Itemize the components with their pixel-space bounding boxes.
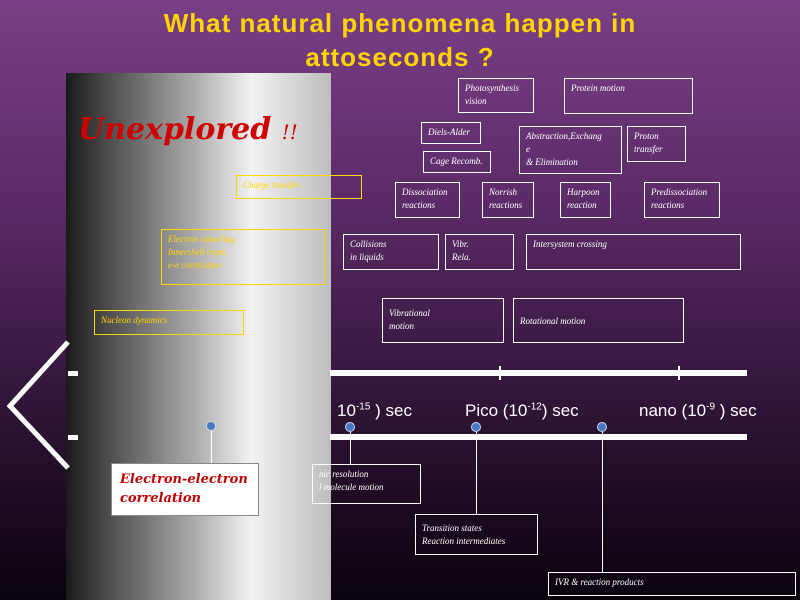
axis-tick-nano (678, 366, 680, 380)
box-dissociation: Dissociation reactions (395, 182, 460, 218)
box-predissociation-line2: reactions (651, 200, 685, 210)
connector-femto (350, 432, 351, 464)
box-charge-transfer-text: Charge transfer (243, 180, 301, 190)
box-transition-states: Transition states Reaction intermediates (415, 514, 538, 555)
box-electron-tunneling: Electron tunneling Innershell trans. e-e… (161, 229, 325, 285)
box-abstraction-line1: Abstraction,Exchang (526, 131, 602, 141)
femto-exponent: -15 (355, 401, 371, 413)
box-proton-transfer: Proton transfer (627, 126, 686, 162)
box-photosynthesis-line1: Photosynthesis (465, 83, 519, 93)
pico-name: Pico (10 (465, 401, 528, 420)
box-cage-recomb: Cage Recomb. (423, 151, 491, 173)
box-transition-line1: Transition states (422, 523, 482, 533)
box-electron-tunneling-line1: Electron tunneling (168, 234, 235, 244)
marker-dot-atto (206, 421, 216, 431)
marker-dot-femto (345, 422, 355, 432)
box-photosynthesis-line2: vision (465, 96, 487, 106)
box-rotational-motion: Rotational motion (513, 298, 684, 343)
box-dissociation-line1: Dissociation (402, 187, 448, 197)
marker-dot-pico (471, 422, 481, 432)
upper-axis-stub (68, 371, 78, 376)
unexplored-region (66, 73, 331, 600)
box-intersystem-text: Intersystem crossing (533, 239, 607, 249)
box-transition-line2: Reaction intermediates (422, 536, 506, 546)
box-protein-motion: Protein motion (564, 78, 693, 114)
box-harpoon-line2: reaction (567, 200, 597, 210)
box-intersystem-crossing: Intersystem crossing (526, 234, 741, 270)
box-abstraction-line2: e (526, 144, 530, 154)
femto-label: 10-15 ) sec (337, 401, 412, 421)
box-photosynthesis: Photosynthesis vision (458, 78, 534, 113)
ee-line2: correlation (120, 491, 201, 506)
box-norrish-line1: Norrish (489, 187, 518, 197)
femto-unit: ) sec (375, 401, 412, 420)
box-diels-alder: Diels-Alder (421, 122, 481, 144)
lower-axis-stub (68, 435, 78, 440)
nano-exponent: -9 (706, 401, 716, 413)
nano-unit: ) sec (719, 401, 757, 420)
box-proton-line2: transfer (634, 144, 663, 154)
box-electron-tunneling-line3: e-e correlation (168, 260, 222, 270)
box-atomic-line1: nic resolution (319, 469, 369, 479)
box-nucleon-dynamics: Nucleon dynamics (94, 310, 244, 335)
pico-label: Pico (10-12) sec (465, 401, 579, 421)
box-ivr-text: IVR & reaction products (555, 577, 644, 587)
connector-pico (476, 432, 477, 514)
box-protein-motion-text: Protein motion (571, 83, 625, 93)
axis-tick-pico (499, 366, 501, 380)
pico-unit: ) sec (541, 401, 579, 420)
pico-exponent: -12 (527, 401, 542, 413)
box-nucleon-text: Nucleon dynamics (101, 315, 168, 325)
electron-electron-correlation-box: Electron-electron correlation (111, 463, 259, 516)
box-atomic-resolution: nic resolution l molecule motion (312, 464, 421, 504)
box-abstraction-line3: & Elimination (526, 157, 578, 167)
nano-name: nano (10 (639, 401, 707, 420)
box-abstraction: Abstraction,Exchang e & Elimination (519, 126, 622, 174)
box-proton-line1: Proton (634, 131, 659, 141)
title-line-1: What natural phenomena happen in (163, 8, 637, 38)
left-bracket-shape (6, 340, 70, 470)
femto-prefix: 10 (337, 401, 356, 420)
box-rotational-text: Rotational motion (520, 316, 586, 326)
box-ivr: IVR & reaction products (548, 572, 796, 596)
box-vibrational-line1: Vibrational (389, 308, 430, 318)
box-vibr-line2: Rela. (452, 252, 471, 262)
connector-atto (211, 431, 212, 463)
box-norrish-line2: reactions (489, 200, 523, 210)
slide-title: What natural phenomena happen in attosec… (0, 6, 800, 74)
ee-line1: Electron-electron (120, 472, 248, 487)
unexplored-suffix: !! (281, 120, 298, 144)
marker-dot-nano (597, 422, 607, 432)
unexplored-label: Unexplored !! (78, 112, 298, 147)
box-vibrational-line2: motion (389, 321, 415, 331)
box-harpoon: Harpoon reaction (560, 182, 611, 218)
unexplored-text: Unexplored (78, 112, 272, 147)
box-collisions: Collisions in liquids (343, 234, 439, 270)
box-atomic-line2: l molecule motion (319, 482, 384, 492)
title-line-2: attoseconds ? (305, 42, 495, 72)
box-collisions-line2: in liquids (350, 252, 384, 262)
upper-axis-line (330, 370, 747, 376)
nano-label: nano (10-9 ) sec (639, 401, 757, 421)
box-vibrational-motion: Vibrational motion (382, 298, 504, 343)
box-electron-tunneling-line2: Innershell trans. (168, 247, 228, 257)
box-collisions-line1: Collisions (350, 239, 387, 249)
lower-axis-line (330, 434, 747, 440)
box-dissociation-line2: reactions (402, 200, 436, 210)
box-charge-transfer: Charge transfer (236, 175, 362, 199)
box-harpoon-line1: Harpoon (567, 187, 600, 197)
box-diels-alder-text: Diels-Alder (428, 127, 470, 137)
connector-nano (602, 432, 603, 572)
box-predissociation-line1: Predissociation (651, 187, 708, 197)
box-norrish: Norrish reactions (482, 182, 534, 218)
box-predissociation: Predissociation reactions (644, 182, 720, 218)
box-cage-recomb-text: Cage Recomb. (430, 156, 483, 166)
box-vibr-rela: Vibr. Rela. (445, 234, 514, 270)
box-vibr-line1: Vibr. (452, 239, 469, 249)
